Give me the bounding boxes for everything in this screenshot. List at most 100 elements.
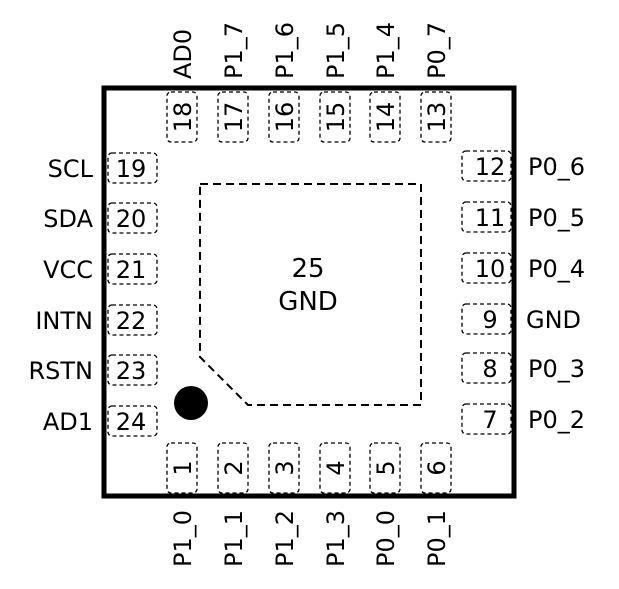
pin-14: 14 P1_4: [369, 22, 401, 143]
pin-22: 22 INTN: [35, 304, 158, 336]
pin-pad: [166, 91, 198, 143]
pin-label: P1_5: [322, 22, 350, 79]
pin-number: 24: [116, 408, 147, 436]
pin-24: 24 AD1: [43, 405, 158, 437]
pin-number: 12: [475, 153, 506, 181]
pin-label: P1_4: [372, 22, 400, 79]
pin-label: P0_2: [528, 406, 585, 434]
pin-pad: [369, 91, 401, 143]
pin-11: 11 P0_5: [461, 201, 585, 233]
pin-label: SDA: [43, 205, 93, 233]
pin-number: 21: [116, 256, 147, 284]
pin1-indicator-dot: [174, 386, 208, 420]
pin-label: P1_1: [220, 510, 248, 567]
pin-pad: [461, 201, 512, 233]
pin-pad: [268, 91, 300, 143]
pin-8: 8 P0_3: [461, 352, 585, 384]
pin-23: 23 RSTN: [28, 354, 158, 386]
pin-number: 5: [372, 460, 400, 475]
pin-pad: [107, 202, 158, 234]
pin-number: 10: [475, 255, 506, 283]
pin-label: VCC: [43, 256, 93, 284]
pin-number: 6: [423, 460, 451, 475]
pin-pad: [107, 304, 158, 336]
left-pins: 19 SCL 20 SDA 21 VCC 22 INTN 23 RSTN 24 …: [28, 152, 158, 437]
pin-number: 20: [116, 205, 147, 233]
pin-pad: [461, 403, 512, 435]
pin-number: 22: [116, 307, 147, 335]
pin-number: 9: [482, 306, 497, 334]
pin-pad: [319, 91, 351, 143]
pin-13: 13 P0_7: [420, 22, 452, 143]
pin-label: P0_7: [423, 22, 451, 79]
pin-label: P1_0: [169, 510, 197, 567]
pin-pad: [420, 91, 452, 143]
pin-21: 21 VCC: [43, 253, 158, 285]
pin-label: INTN: [35, 307, 93, 335]
pin-number: 8: [482, 355, 497, 383]
pin-label: P1_3: [322, 510, 350, 567]
pin-17: 17 P1_7: [217, 22, 249, 143]
pin-number: 17: [220, 102, 248, 133]
top-pins: 18 AD0 17 P1_7 16 P1_6 15 P1_5 14 P1_4 1…: [166, 22, 452, 143]
pin-18: 18 AD0: [166, 29, 198, 143]
pin-label: AD0: [169, 29, 197, 79]
pin-number: 14: [372, 102, 400, 133]
pin-label: P1_6: [271, 22, 299, 79]
bottom-pins: 1 P1_0 2 P1_1 3 P1_2 4 P1_3 5 P0_0 6 P0_…: [166, 442, 452, 567]
pin-2: 2 P1_1: [217, 442, 249, 567]
pin-20: 20 SDA: [43, 202, 158, 234]
pin-number: 13: [423, 102, 451, 133]
pin-pad: [369, 442, 401, 494]
pin-number: 7: [482, 406, 497, 434]
pin-label: P0_5: [528, 204, 585, 232]
pin-number: 3: [271, 460, 299, 475]
pin-label: P1_2: [271, 510, 299, 567]
exposed-pad: [199, 183, 422, 406]
pin-6: 6 P0_1: [420, 442, 452, 567]
pin-pad: [420, 442, 452, 494]
pin-pad: [166, 442, 198, 494]
pin-label: P0_3: [528, 355, 585, 383]
pin-pad: [461, 352, 512, 384]
pin-number: 2: [220, 460, 248, 475]
pin-label: P0_1: [423, 510, 451, 567]
pin-label: P0_4: [528, 255, 585, 283]
pin-number: 23: [116, 357, 147, 385]
pin-1: 1 P1_0: [166, 442, 198, 567]
pin-number: 18: [169, 102, 197, 133]
pin-label: GND: [526, 306, 581, 334]
pin-15: 15 P1_5: [319, 22, 351, 143]
pin-number: 16: [271, 102, 299, 133]
pin-pad: [268, 442, 300, 494]
pin-number: 4: [322, 460, 350, 475]
pin-label: P0_0: [372, 510, 400, 567]
pin-19: 19 SCL: [48, 152, 158, 184]
pin-pad: [217, 91, 249, 143]
pin-pad: [461, 252, 512, 284]
center-pad-label: GND: [278, 287, 338, 317]
pin-pad: [461, 303, 512, 335]
pin-16: 16 P1_6: [268, 22, 300, 143]
pin-3: 3 P1_2: [268, 442, 300, 567]
pin-number: 1: [169, 460, 197, 475]
pin-number: 11: [475, 204, 506, 232]
pin-5: 5 P0_0: [369, 442, 401, 567]
center-pad-number: 25: [291, 254, 324, 284]
pin-pad: [107, 253, 158, 285]
pin-number: 15: [322, 102, 350, 133]
pin-10: 10 P0_4: [461, 252, 585, 284]
pin-number: 19: [116, 155, 147, 183]
pin-label: P0_6: [528, 153, 585, 181]
pin-label: P1_7: [220, 22, 248, 79]
pin-label: RSTN: [28, 357, 93, 385]
pin-9: 9 GND: [461, 303, 581, 335]
pin-pad: [217, 442, 249, 494]
package-body: [101, 85, 517, 499]
pin-pad: [107, 405, 158, 437]
pin-label: SCL: [48, 155, 94, 183]
pin-pad: [107, 354, 158, 386]
pin-7: 7 P0_2: [461, 403, 585, 435]
pin-pad: [107, 152, 158, 184]
